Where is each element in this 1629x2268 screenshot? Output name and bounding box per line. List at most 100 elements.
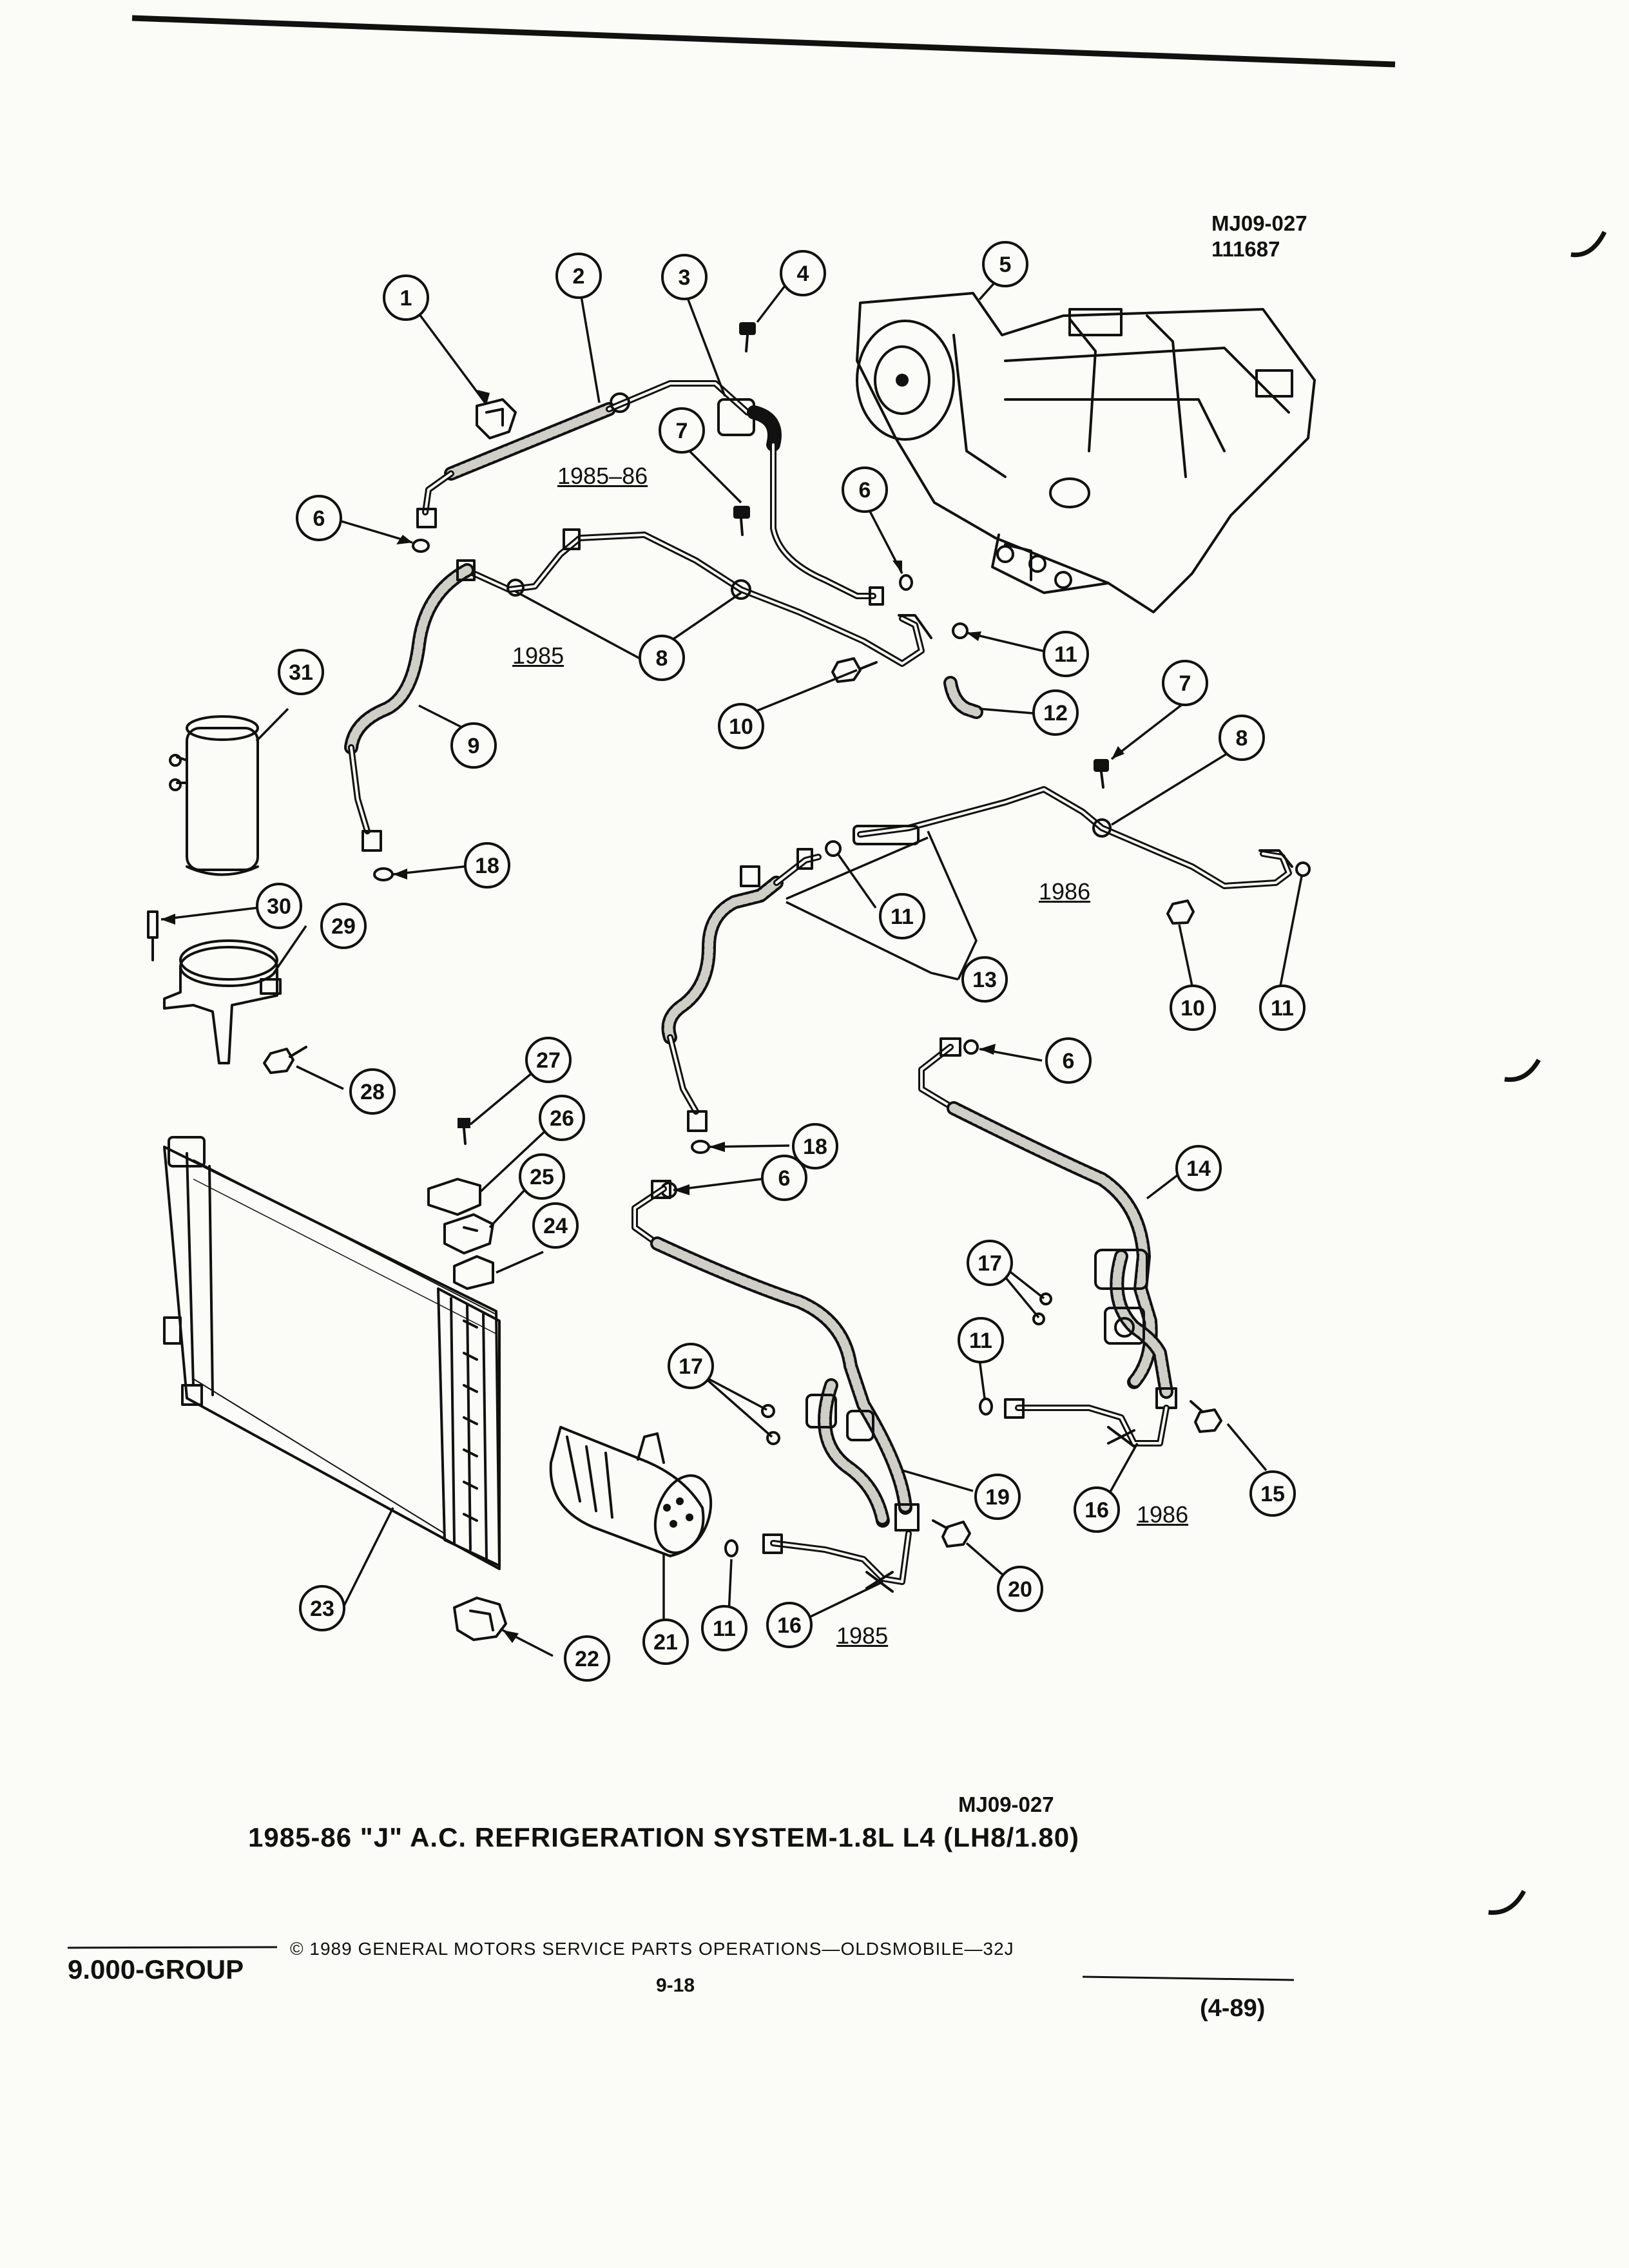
o-ring-11-c — [1295, 861, 1311, 877]
callout-11: 11 — [701, 1605, 747, 1651]
callout-number: 11 — [713, 1617, 736, 1641]
callout-19: 19 — [974, 1474, 1021, 1520]
callout-24: 24 — [532, 1202, 579, 1249]
figure-code-caption: MJ09-027 — [958, 1792, 1054, 1816]
mount-24 — [453, 1255, 494, 1290]
callout-2: 2 — [555, 253, 602, 299]
callout-6: 6 — [761, 1155, 807, 1201]
callout-10: 10 — [1170, 985, 1216, 1031]
figure-caption: 1985-86 "J" A.C. REFRIGERATION SYSTEM-1.… — [248, 1822, 1080, 1852]
callout-circle — [958, 1317, 1004, 1363]
callout-number: 15 — [1260, 1482, 1285, 1506]
callout-5: 5 — [982, 241, 1028, 287]
callout-circle — [879, 893, 925, 939]
callout-number: 17 — [679, 1354, 703, 1379]
compressor-hose-1985 — [631, 1180, 920, 1593]
callout-circle — [1074, 1486, 1120, 1533]
callout-number: 11 — [891, 905, 914, 929]
callout-number: 5 — [999, 253, 1012, 277]
callout-11: 11 — [1043, 631, 1089, 677]
callout-11: 11 — [879, 893, 925, 939]
callout-circle — [519, 1153, 565, 1200]
o-ring-11-a — [952, 622, 969, 639]
bolt-15 — [1190, 1400, 1222, 1433]
o-ring-11-b — [825, 840, 842, 857]
footer-rule-left — [67, 1946, 278, 1949]
callout-circle — [532, 1202, 579, 1249]
callout-circle — [320, 903, 367, 949]
o-ring-6-c — [963, 1039, 979, 1055]
callout-4: 4 — [780, 250, 826, 296]
o-ring-11-e — [724, 1539, 738, 1557]
callout-number: 12 — [1043, 701, 1068, 726]
callout-number: 6 — [1063, 1049, 1075, 1073]
callout-number: 2 — [573, 264, 585, 289]
callout-circle — [792, 1123, 838, 1169]
group-label: 9.000-GROUP — [68, 1954, 244, 1984]
callout-number: 29 — [331, 914, 356, 939]
callout-18: 18 — [792, 1123, 838, 1169]
callout-circle — [1170, 985, 1216, 1031]
callout-number: 6 — [313, 506, 325, 531]
callout-28: 28 — [349, 1068, 396, 1115]
callout-circle — [659, 407, 705, 454]
callout-number: 7 — [676, 419, 688, 443]
mount-25 — [443, 1213, 494, 1254]
callout-circle — [1249, 1470, 1296, 1517]
bolt-10-upper — [831, 657, 878, 683]
binder-mark — [1488, 1890, 1527, 1915]
callout-26: 26 — [539, 1095, 585, 1141]
callout-20: 20 — [997, 1566, 1043, 1612]
callout-number: 8 — [656, 646, 668, 671]
callout-circle — [780, 250, 826, 296]
callout-31: 31 — [278, 649, 324, 695]
callout-circle — [299, 1585, 345, 1631]
callout-circle — [1032, 689, 1079, 736]
callout-circle — [525, 1037, 572, 1083]
callout-8: 8 — [639, 635, 685, 681]
year-label-1986-lower: 1986 — [1137, 1501, 1189, 1528]
hose-assembly-1985-86 — [416, 380, 751, 528]
callout-circle — [1259, 985, 1306, 1031]
o-ring-6-a — [412, 539, 430, 553]
callout-number: 27 — [536, 1048, 561, 1073]
callout-circle — [564, 1635, 610, 1682]
callout-circle — [555, 253, 602, 299]
callout-number: 28 — [360, 1080, 385, 1104]
callout-number: 9 — [468, 734, 480, 758]
callout-circle — [256, 883, 302, 929]
leader-arrowheads — [161, 390, 1124, 1643]
callout-16: 16 — [1074, 1486, 1120, 1533]
callout-27: 27 — [525, 1037, 572, 1083]
callout-22: 22 — [564, 1635, 610, 1682]
callout-circle — [766, 1602, 813, 1648]
callout-number: 14 — [1186, 1157, 1211, 1181]
mount-26 — [427, 1178, 481, 1216]
callout-number: 16 — [1084, 1498, 1109, 1523]
callout-7: 7 — [659, 407, 705, 454]
bolt-10-lower — [1166, 899, 1195, 925]
callout-21: 21 — [642, 1619, 689, 1665]
callout-number: 22 — [575, 1647, 599, 1671]
callout-circle — [450, 722, 497, 769]
callout-circle — [642, 1619, 689, 1665]
callout-circle — [278, 649, 324, 695]
callout-circle — [661, 254, 708, 300]
callout-circle — [383, 274, 429, 321]
gasket-18-a — [373, 867, 394, 881]
callout-10: 10 — [718, 703, 764, 749]
callout-8: 8 — [1219, 715, 1265, 761]
callout-11: 11 — [1259, 985, 1306, 1031]
binder-mark — [1570, 231, 1607, 258]
o-ring-6-b — [899, 574, 913, 591]
callout-6: 6 — [1045, 1037, 1092, 1084]
screw-27 — [458, 1118, 470, 1145]
callout-number: 25 — [530, 1165, 554, 1189]
condenser-clip-22 — [453, 1597, 507, 1641]
leader-lines — [160, 269, 1303, 1657]
callout-23: 23 — [299, 1585, 345, 1631]
callout-18: 18 — [464, 842, 510, 889]
callout-circle — [539, 1095, 585, 1141]
callout-number: 11 — [1271, 996, 1294, 1021]
